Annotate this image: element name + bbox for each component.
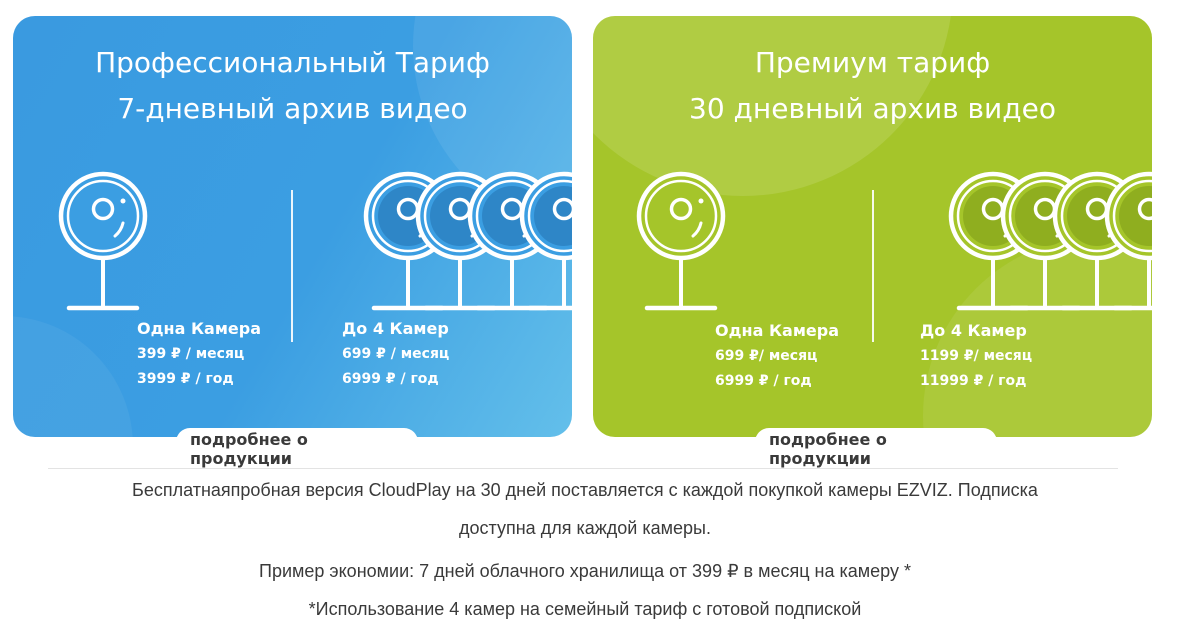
plan-title: Профессиональный Тариф bbox=[95, 46, 490, 79]
price-heading: Одна Камера bbox=[715, 321, 839, 340]
camera-icon bbox=[1105, 172, 1152, 308]
decor-shape bbox=[13, 316, 133, 437]
yearly-price: 11999 ₽ / год bbox=[920, 373, 1027, 389]
single-camera-price: Одна Камера 699 ₽/ месяц 6999 ₽ / год bbox=[715, 318, 839, 394]
multi-camera-icon bbox=[358, 166, 572, 316]
single-camera-icon bbox=[631, 166, 731, 316]
single-camera-icon bbox=[53, 166, 153, 316]
plan-card-professional: Профессиональный Тариф 7-дневный архив в… bbox=[13, 16, 572, 437]
monthly-price: 699 ₽ / месяц bbox=[342, 346, 450, 362]
camera-icon bbox=[520, 172, 572, 308]
price-heading: Одна Камера bbox=[137, 319, 261, 338]
multi-camera-price: До 4 Камер 699 ₽ / месяц 6999 ₽ / год bbox=[342, 316, 449, 392]
plan-subtitle: 30 дневный архив видео bbox=[689, 92, 1056, 125]
single-camera-price: Одна Камера 399 ₽ / месяц 3999 ₽ / год bbox=[137, 316, 261, 392]
yearly-price: 3999 ₽ / год bbox=[137, 371, 234, 387]
trial-note-line2: доступна для каждой камеры. bbox=[459, 518, 711, 538]
multi-camera-price: До 4 Камер 1199 ₽/ месяц 11999 ₽ / год bbox=[920, 318, 1032, 394]
divider bbox=[872, 190, 874, 342]
learn-more-button-professional[interactable]: подробнее о продукции bbox=[176, 428, 418, 470]
plan-subtitle: 7-дневный архив видео bbox=[117, 92, 468, 125]
family-plan-note: *Использование 4 камер на семейный тариф… bbox=[308, 599, 862, 619]
plan-card-premium: Премиум тариф 30 дневный архив видео Одн… bbox=[593, 16, 1152, 437]
monthly-price: 699 ₽/ месяц bbox=[715, 348, 818, 364]
yearly-price: 6999 ₽ / год bbox=[715, 373, 812, 389]
learn-more-button-premium[interactable]: подробнее о продукции bbox=[755, 428, 997, 470]
yearly-price: 6999 ₽ / год bbox=[342, 371, 439, 387]
savings-example-note: Пример экономии: 7 дней облачного хранил… bbox=[259, 561, 911, 581]
price-heading: До 4 Камер bbox=[342, 319, 449, 338]
divider-line bbox=[48, 468, 1118, 469]
divider bbox=[291, 190, 293, 342]
multi-camera-icon bbox=[943, 166, 1152, 316]
price-heading: До 4 Камер bbox=[920, 321, 1027, 340]
trial-note-line1: Бесплатнаяпробная версия CloudPlay на 30… bbox=[132, 480, 1038, 500]
plan-title: Премиум тариф bbox=[754, 46, 991, 79]
monthly-price: 399 ₽ / месяц bbox=[137, 346, 245, 362]
monthly-price: 1199 ₽/ месяц bbox=[920, 348, 1033, 364]
